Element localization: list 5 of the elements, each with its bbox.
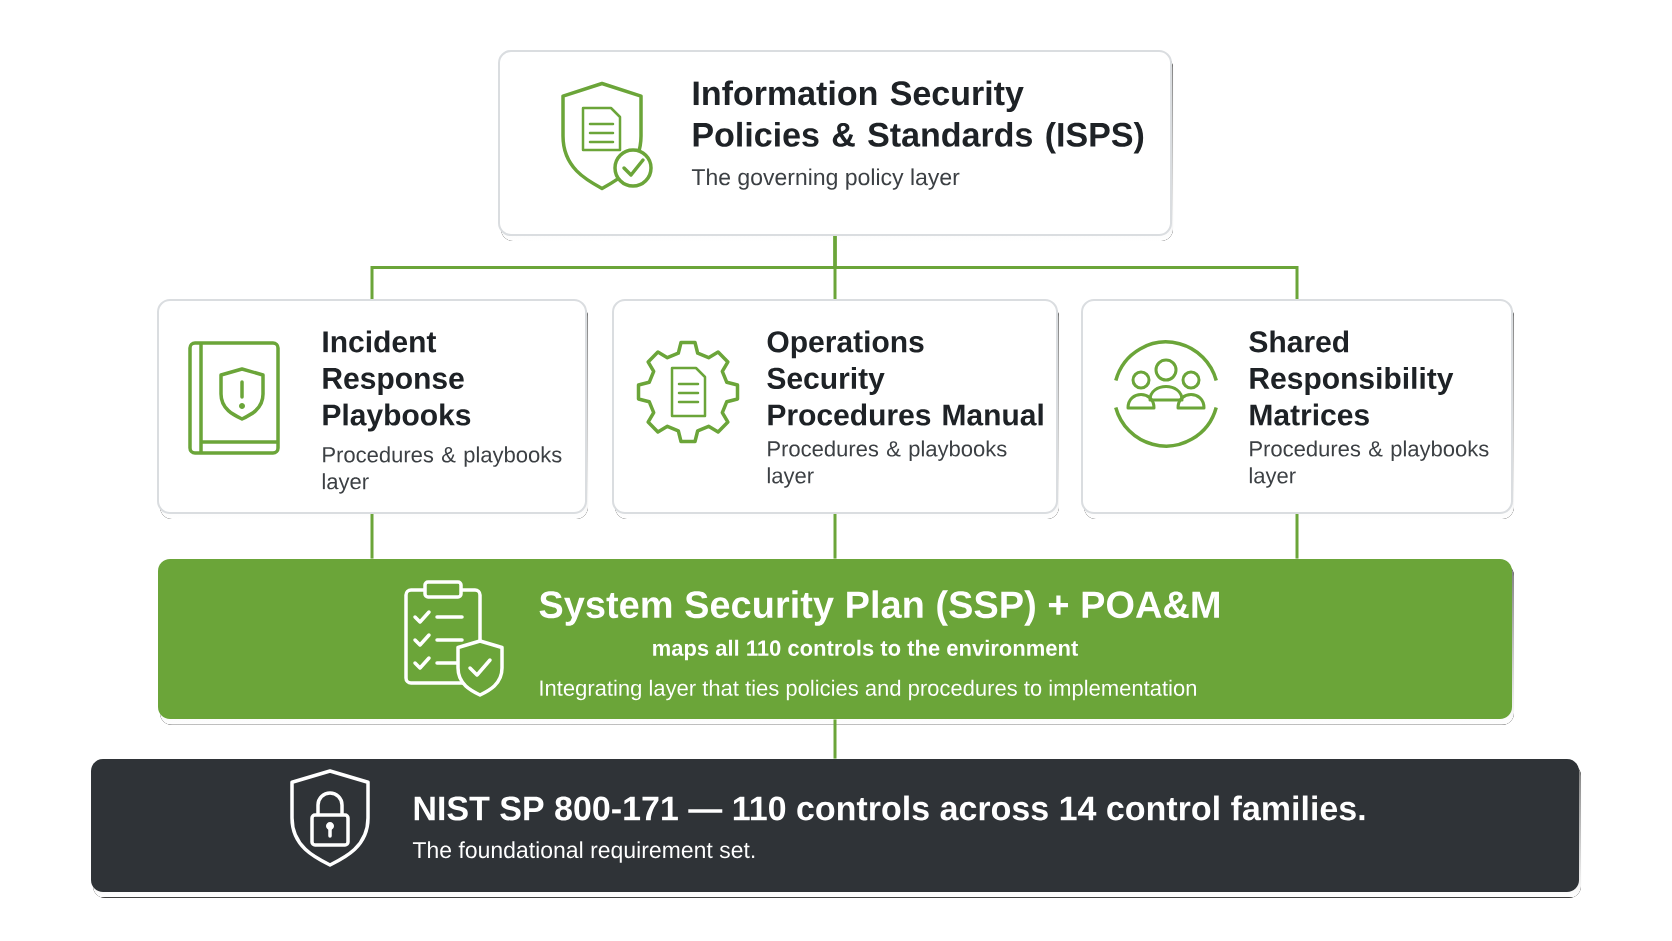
connector-line [1295,514,1299,559]
connector-line [833,514,837,559]
connector-line [833,719,837,759]
connector-line [370,514,374,559]
connector-line [833,236,1299,299]
